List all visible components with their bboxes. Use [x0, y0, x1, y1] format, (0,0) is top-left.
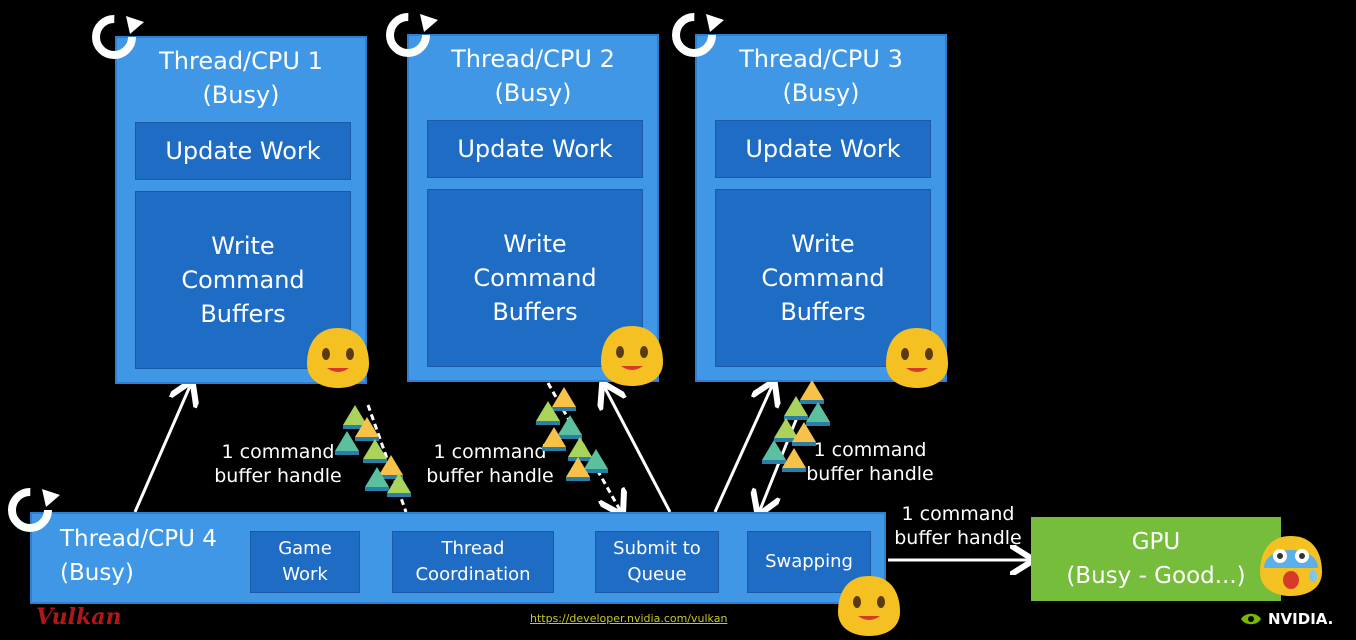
command-buffer-stack-icon-2	[536, 387, 608, 481]
cycle-icon-cpu2	[386, 13, 438, 57]
thread-cpu3-write-label: Write Command Buffers	[761, 230, 885, 326]
thread-cpu2-status: (Busy)	[494, 79, 572, 107]
task-thread-coordination-label: Thread Coordination	[415, 538, 531, 585]
thread-cpu3-update-work: Update Work	[715, 120, 931, 178]
thread-cpu4-title: Thread/CPU 4 (Busy)	[60, 522, 217, 590]
happy-face-icon-cpu3	[886, 328, 948, 388]
arrow-cpu4-to-cpu3	[713, 386, 772, 513]
arrow-queue-to-cpu2	[605, 388, 672, 513]
thread-cpu2-write-buffers: Write Command Buffers	[427, 189, 643, 367]
thread-cpu1-update-label: Update Work	[165, 137, 321, 165]
thread-cpu2-write-label: Write Command Buffers	[473, 230, 597, 326]
scared-face-icon-gpu	[1260, 536, 1322, 596]
thread-cpu2-title: Thread/CPU 2 (Busy)	[409, 42, 657, 110]
task-game-work-label: Game Work	[278, 538, 332, 585]
cycle-icon-cpu4	[8, 488, 60, 532]
thread-cpu3-update-label: Update Work	[745, 135, 901, 163]
thread-cpu4-title-text: Thread/CPU 4	[60, 526, 217, 552]
nvidia-eye-icon	[1241, 613, 1261, 625]
arrow-cpu4-to-cpu1	[133, 386, 190, 513]
thread-cpu1-box: Thread/CPU 1 (Busy) Update Work Write Co…	[115, 36, 367, 384]
thread-cpu2-update-work: Update Work	[427, 120, 643, 178]
task-thread-coordination: Thread Coordination	[392, 531, 554, 593]
task-submit-to-queue-label: Submit to Queue	[613, 538, 701, 585]
task-game-work: Game Work	[250, 531, 360, 593]
task-submit-to-queue: Submit to Queue	[595, 531, 719, 593]
thread-cpu4-status: (Busy)	[60, 560, 134, 586]
thread-cpu1-title-text: Thread/CPU 1	[159, 47, 323, 75]
thread-cpu2-title-text: Thread/CPU 2	[451, 45, 615, 73]
cycle-icon-cpu1	[92, 15, 144, 59]
handle-label-3: 1 command buffer handle	[806, 439, 934, 485]
nvidia-logo-text: NVIDIA.	[1268, 610, 1334, 628]
gpu-box: GPU (Busy - Good...)	[1031, 517, 1281, 601]
happy-face-icon-cpu1	[307, 328, 369, 388]
thread-cpu3-title: Thread/CPU 3 (Busy)	[697, 42, 945, 110]
thread-cpu4-box: Thread/CPU 4 (Busy) Game Work Thread Coo…	[30, 512, 886, 604]
happy-face-icon-cpu2	[601, 326, 663, 386]
task-swapping-label: Swapping	[765, 551, 853, 572]
handle-label-2: 1 command buffer handle	[426, 441, 554, 487]
vulkan-logo: Vulkan	[36, 604, 122, 630]
thread-cpu3-title-text: Thread/CPU 3	[739, 45, 903, 73]
nvidia-logo: NVIDIA.	[1240, 610, 1333, 628]
cycle-icon-cpu3	[672, 13, 724, 57]
handle-label-1: 1 command buffer handle	[214, 441, 342, 487]
thread-cpu1-status: (Busy)	[202, 81, 280, 109]
command-buffer-stack-icon-1	[335, 405, 411, 497]
thread-cpu2-update-label: Update Work	[457, 135, 613, 163]
command-buffer-stack-icon-3	[762, 380, 830, 472]
thread-cpu1-update-work: Update Work	[135, 122, 351, 180]
thread-cpu1-write-label: Write Command Buffers	[181, 232, 305, 328]
handle-label-gpu: 1 command buffer handle	[894, 503, 1022, 549]
footer-url-link[interactable]: https://developer.nvidia.com/vulkan	[530, 612, 728, 625]
happy-face-icon-cpu4	[838, 576, 900, 636]
thread-cpu3-status: (Busy)	[782, 79, 860, 107]
gpu-label: GPU (Busy - Good...)	[1066, 529, 1246, 589]
thread-cpu2-box: Thread/CPU 2 (Busy) Update Work Write Co…	[407, 34, 659, 382]
thread-cpu1-title: Thread/CPU 1 (Busy)	[117, 44, 365, 112]
